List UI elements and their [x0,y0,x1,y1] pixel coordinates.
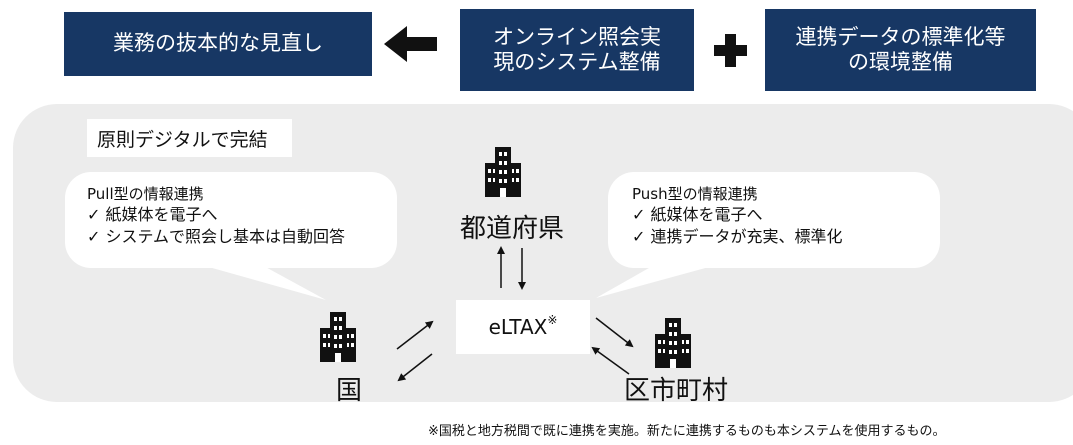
pull-bubble-item-2: ✓ システムで照会し基本は自動回答 [87,227,346,247]
online-system-box: オンライン照会実 現のシステム整備 [460,9,694,91]
municipality-building-icon [655,318,691,368]
review-label: 業務の抜本的な見直し [113,31,323,56]
push-bubble-tail [596,264,720,298]
arrow-eltax-to-national [397,353,433,382]
eltax-node: eLTAX※ [456,300,590,354]
national-label: 国 [336,376,363,406]
arrow-national-to-eltax [396,320,434,350]
eltax-note-mark: ※ [547,313,558,327]
municipality-label: 区市町村 [624,376,729,406]
prefecture-building-icon [485,147,521,197]
push-bubble-item-2: ✓ 連携データが充実、標準化 [632,227,843,247]
principle-label: 原則デジタルで完結 [87,119,292,157]
arrow-municipality-to-eltax [591,346,630,375]
plus-icon [714,34,747,67]
standardization-line-2: の環境整備 [848,50,953,74]
national-building-icon [320,312,356,362]
principle-text: 原則デジタルで完結 [97,128,268,151]
pull-bubble: Pull型の情報連携 ✓ 紙媒体を電子へ ✓ システムで照会し基本は自動回答 [65,172,397,268]
footnote: ※国税と地方税間で既に連携を実施。新たに連携するものも本システムを使用するもの。 [428,424,946,439]
online-system-line-2: 現のシステム整備 [493,50,661,74]
push-bubble: Push型の情報連携 ✓ 紙媒体を電子へ ✓ 連携データが充実、標準化 [608,172,940,268]
review-box: 業務の抜本的な見直し [64,12,372,76]
pull-bubble-tail [198,264,326,300]
arrow-eltax-to-municipality [595,317,634,348]
pull-bubble-title: Pull型の情報連携 [87,185,204,203]
standardization-box: 連携データの標準化等 の環境整備 [765,9,1036,91]
prefecture-label: 都道府県 [460,214,565,244]
push-bubble-item-1: ✓ 紙媒体を電子へ [632,205,763,225]
left-arrow-icon [384,26,437,62]
pull-bubble-item-1: ✓ 紙媒体を電子へ [87,205,218,225]
top-symbols [384,26,747,67]
push-bubble-title: Push型の情報連携 [632,185,758,203]
online-system-line-1: オンライン照会実 [493,24,661,49]
standardization-line-1: 連携データの標準化等 [795,24,1006,49]
eltax-label: eLTAX [488,315,548,339]
